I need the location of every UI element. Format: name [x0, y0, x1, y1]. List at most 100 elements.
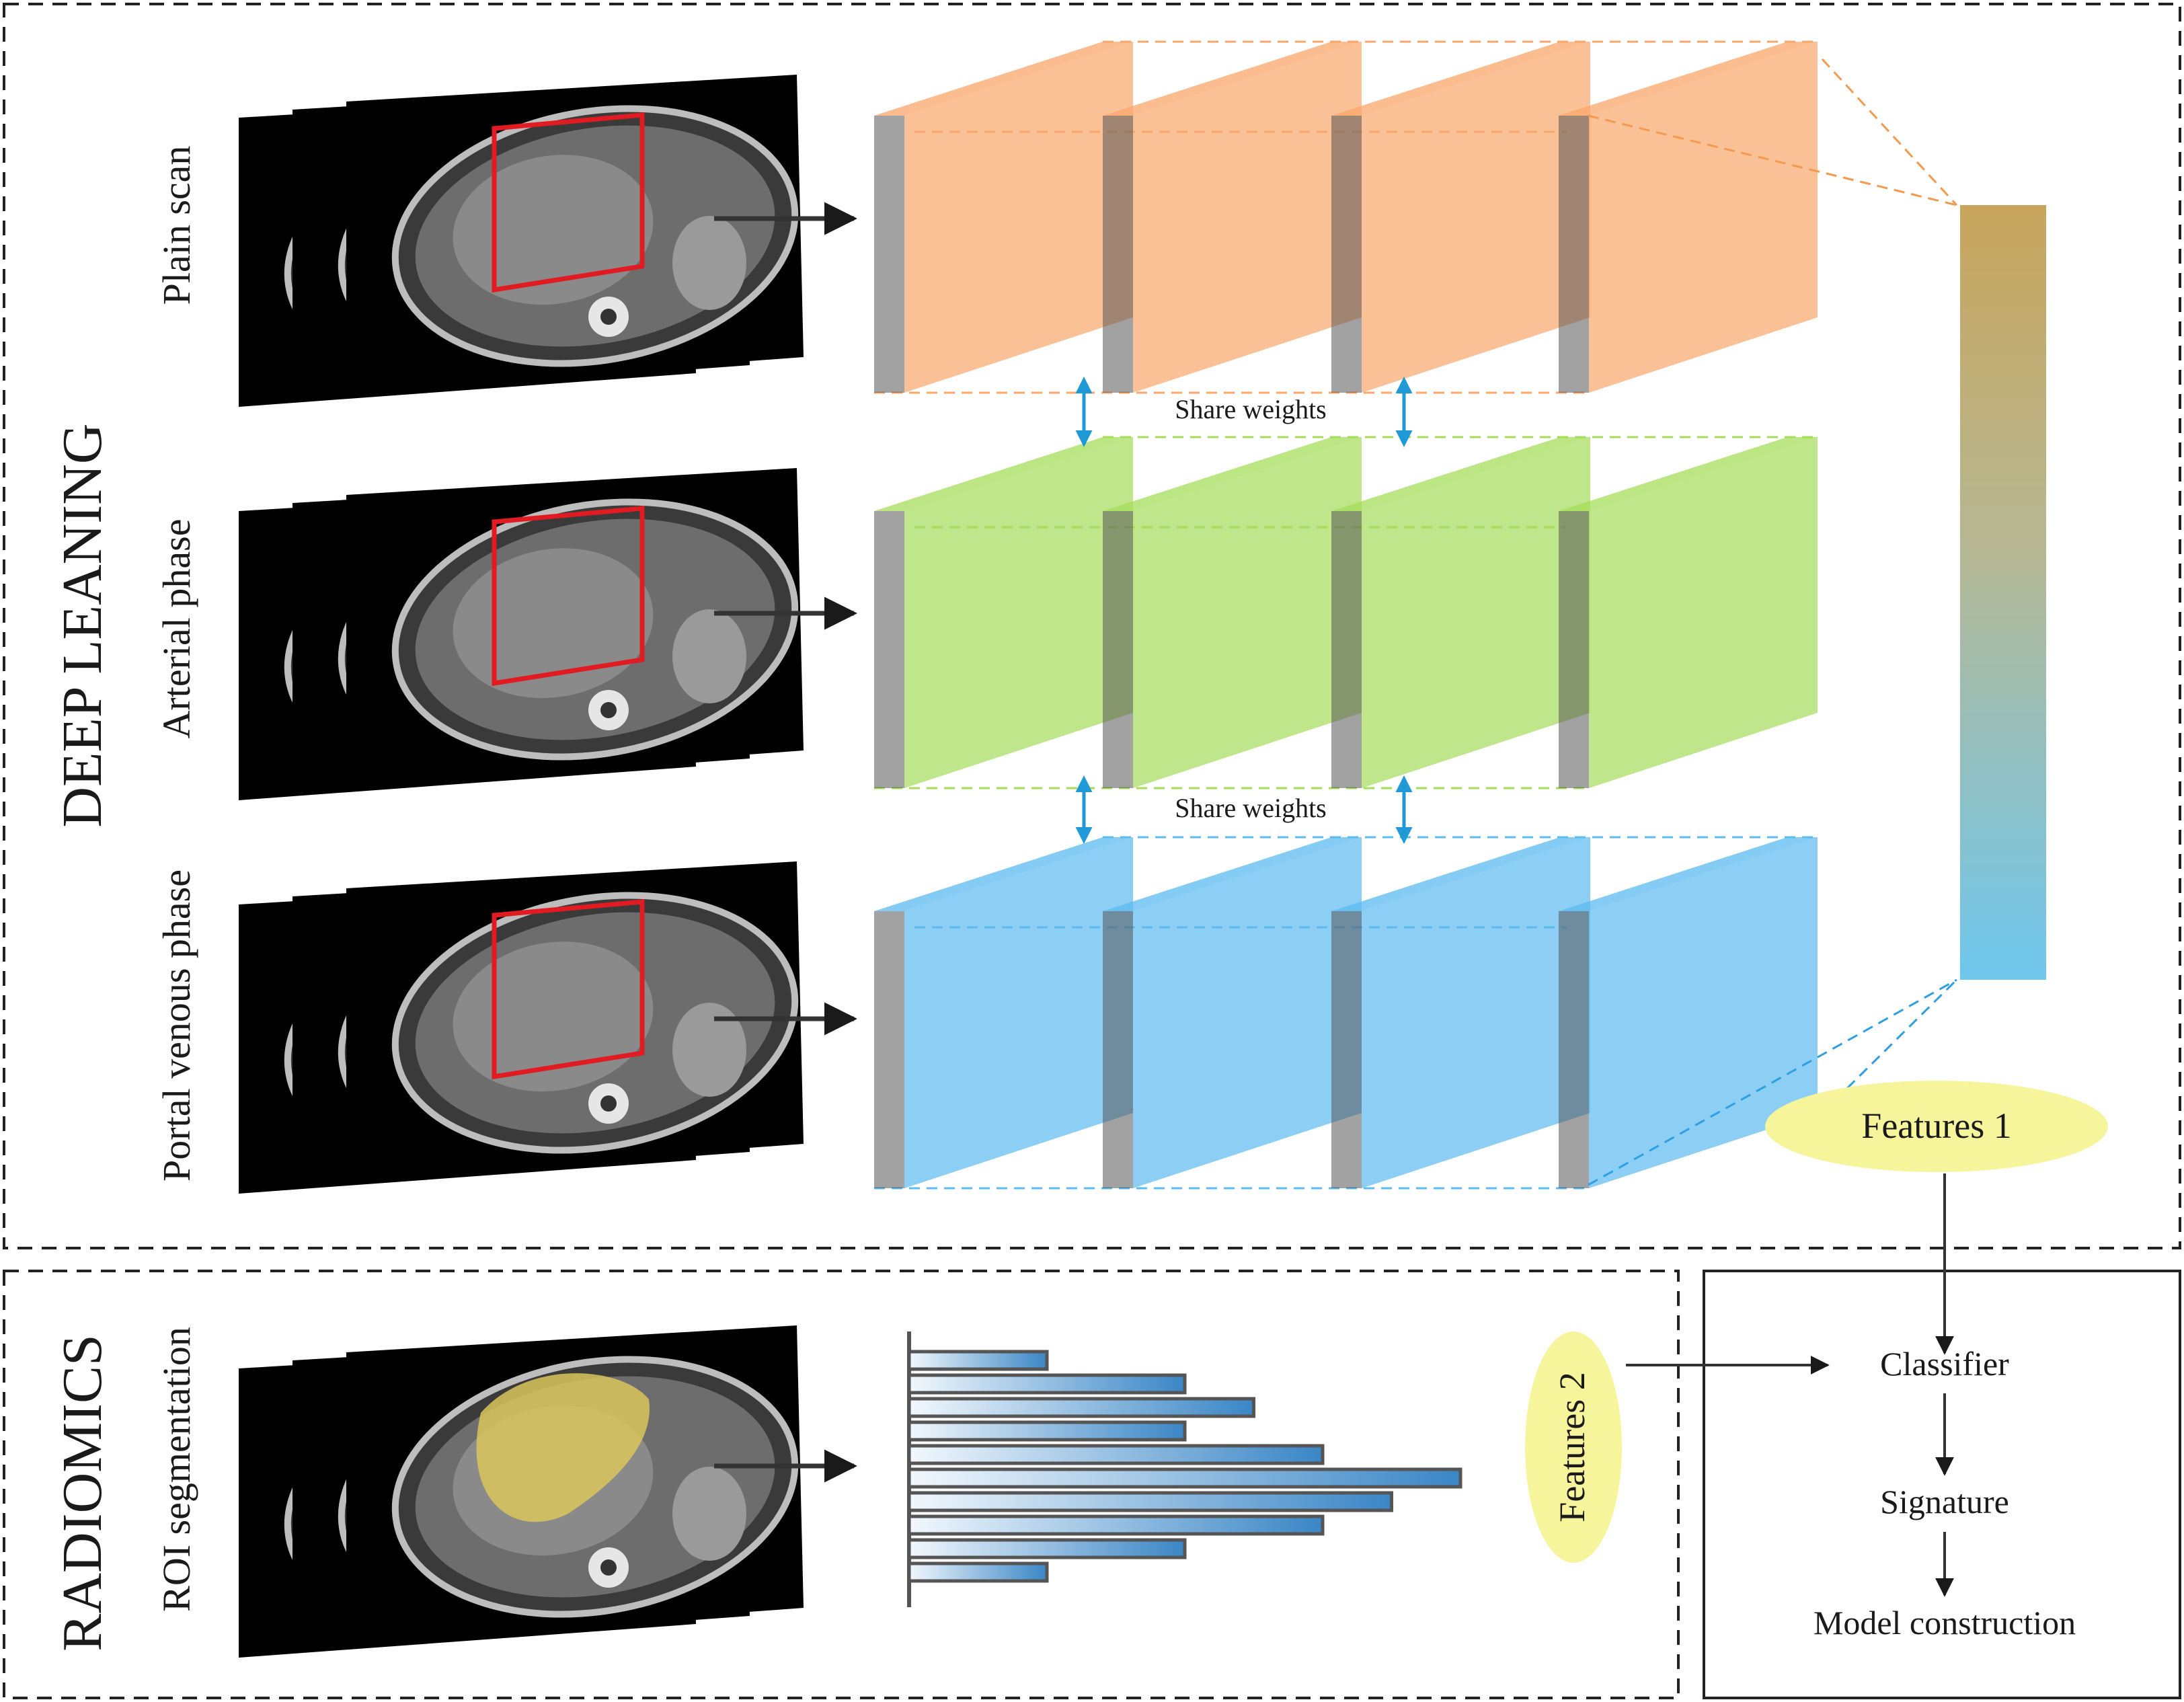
cnn-row-plain-scan	[874, 40, 1818, 394]
radiomics-histogram	[907, 1331, 1462, 1607]
roi-box	[492, 899, 645, 1080]
phase-label-plain-scan: Plain scan	[155, 146, 198, 305]
model-pipeline-box	[1703, 1270, 2181, 1699]
layer-top-face	[1103, 42, 1362, 116]
histogram-bar	[907, 1397, 1255, 1418]
layer-top-face	[1103, 437, 1362, 511]
layer-side-face	[1559, 911, 1589, 1188]
ct-organ	[672, 1467, 746, 1561]
layer-front-face	[1362, 437, 1590, 788]
layer-top-face	[874, 837, 1133, 911]
features-2-ellipse	[1525, 1331, 1622, 1563]
cnn-layer	[1103, 42, 1362, 393]
share-weights-group-1: Share weights	[1075, 377, 1413, 447]
ct-stack-arterial	[239, 468, 804, 800]
cnn-layer	[874, 437, 1133, 788]
share-weights-group-2: Share weights	[1075, 775, 1413, 844]
ct-stack-portal-venous	[239, 861, 804, 1194]
layer-front-face	[1589, 837, 1818, 1188]
ct-liver	[453, 548, 654, 699]
layer-front-face	[904, 837, 1133, 1188]
layer-side-face	[874, 116, 904, 393]
classifier-label: Classifier	[1880, 1345, 2009, 1383]
features-2-label: Features 2	[1552, 1372, 1592, 1522]
share-weights-label-2: Share weights	[1175, 793, 1327, 823]
layer-front-face	[1589, 42, 1818, 393]
phase-label-arterial: Arterial phase	[155, 519, 198, 739]
cnn-layer	[1103, 837, 1362, 1188]
histogram-bar	[907, 1420, 1187, 1442]
cnn-layer	[1331, 437, 1590, 788]
ct-spinal-canal	[600, 1559, 617, 1576]
layer-front-face	[904, 437, 1133, 788]
layer-front-face	[904, 42, 1133, 393]
ct-spinal-canal	[600, 1095, 617, 1112]
ct-organ	[672, 609, 746, 703]
fc-connector-top-1	[1821, 58, 1958, 206]
layer-top-face	[874, 42, 1133, 116]
feature-vector-bar	[1960, 205, 2046, 980]
layer-side-face	[874, 911, 904, 1188]
roi-box	[492, 506, 645, 687]
layer-side-face	[1331, 911, 1362, 1188]
histogram-bar	[907, 1538, 1187, 1559]
ct-stack-roi	[239, 1325, 804, 1658]
histogram-bar	[907, 1350, 1049, 1371]
layer-top-face	[1559, 42, 1818, 116]
ct-stack-plain-scan	[239, 75, 804, 407]
radiomics-section-border	[3, 1270, 1680, 1699]
histogram-bar	[907, 1514, 1325, 1536]
cnn-layer	[874, 42, 1133, 393]
cnn-row-arterial	[874, 436, 1818, 789]
roi-box	[492, 112, 645, 293]
cnn-layer	[1559, 437, 1818, 788]
cnn-row-portal-venous	[874, 836, 1818, 1190]
features-1-ellipse	[1765, 1081, 2108, 1172]
layer-side-face	[1103, 911, 1133, 1188]
cnn-layer	[1559, 837, 1818, 1188]
layer-top-face	[1331, 837, 1590, 911]
cnn-layer	[1559, 42, 1818, 393]
ct-liver	[453, 941, 654, 1092]
layer-front-face	[1589, 437, 1818, 788]
layer-top-face	[1559, 837, 1818, 911]
layer-front-face	[1362, 837, 1590, 1188]
layer-top-face	[1331, 437, 1590, 511]
layer-top-face	[874, 437, 1133, 511]
layer-front-face	[1133, 42, 1362, 393]
segmentation-mask	[476, 1373, 650, 1522]
ct-organ	[672, 1003, 746, 1097]
histogram-bar	[907, 1444, 1325, 1465]
layer-side-face	[1103, 511, 1133, 788]
histogram-bar	[907, 1373, 1187, 1395]
ct-organ	[672, 216, 746, 310]
ct-liver	[453, 155, 654, 305]
deep-learning-section-border	[3, 3, 2181, 1249]
fc-connector-bottom-1	[1821, 978, 1958, 1114]
cnn-layer	[1331, 837, 1590, 1188]
roi-segmentation-label: ROI segmentation	[155, 1327, 198, 1612]
layer-front-face	[1133, 437, 1362, 788]
layer-front-face	[1133, 837, 1362, 1188]
signature-label: Signature	[1880, 1483, 2009, 1520]
histogram-bar	[907, 1491, 1393, 1512]
cnn-layer	[1331, 42, 1590, 393]
histogram-bar	[907, 1467, 1462, 1489]
radiomics-title: RADIOMICS	[51, 1334, 114, 1651]
share-weights-label-1: Share weights	[1175, 394, 1327, 424]
layer-side-face	[1331, 116, 1362, 393]
layer-side-face	[1331, 511, 1362, 788]
deep-learning-title: DEEP LEANING	[51, 423, 114, 827]
layer-side-face	[1559, 116, 1589, 393]
layer-top-face	[1559, 437, 1818, 511]
layer-front-face	[1362, 42, 1590, 393]
fc-connector-bottom-2	[1588, 978, 1957, 1186]
cnn-layer	[874, 837, 1133, 1188]
cnn-layer	[1103, 437, 1362, 788]
ct-spinal-canal	[600, 702, 617, 718]
model-construction-label: Model construction	[1814, 1604, 2076, 1641]
layer-side-face	[1559, 511, 1589, 788]
features-1-label: Features 1	[1861, 1106, 2011, 1146]
phase-label-portal-venous: Portal venous phase	[155, 869, 198, 1182]
